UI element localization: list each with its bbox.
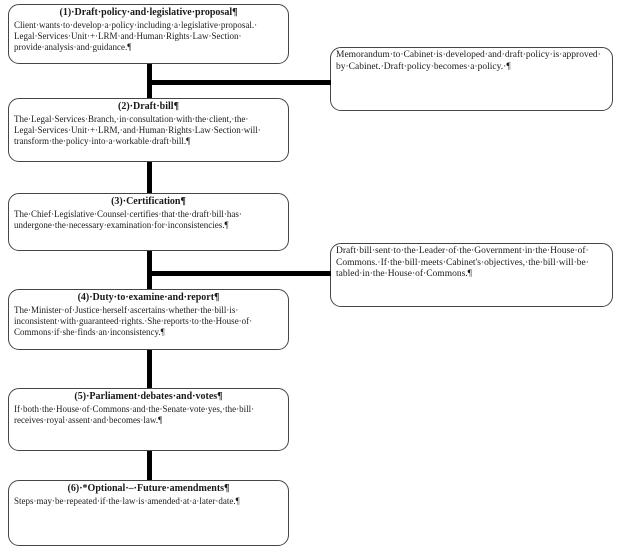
step-title: (5)·Parliament·debates·and·votes¶ bbox=[74, 391, 223, 402]
step-body: The·Chief·Legislative·Counsel·certifies·… bbox=[14, 208, 242, 230]
flow-step-4-duty-to-examine: (4)·Duty·to·examine·and·report¶ The·Mini… bbox=[8, 289, 289, 350]
flow-step-1-draft-policy: (1)·Draft·policy·and·legislative·proposa… bbox=[8, 4, 289, 64]
connector-vertical-step5-step6 bbox=[147, 451, 152, 480]
step-body: If·both·the·House·of·Commons·and·the·Sen… bbox=[14, 403, 255, 425]
step-title: (1)·Draft·policy·and·legislative·proposa… bbox=[59, 7, 238, 18]
side-note-memorandum-to-cabinet: Memorandum·to·Cabinet·is·developed·and·d… bbox=[330, 47, 613, 111]
connector-horizontal-to-side-note-1 bbox=[150, 80, 331, 85]
step-body: Steps·may·be·repeated·if·the·law·is·amen… bbox=[14, 495, 240, 506]
step-body: The·Legal·Services·Branch,·in·consultati… bbox=[14, 113, 261, 146]
step-title: (3)·Certification¶ bbox=[111, 196, 186, 207]
connector-vertical-step4-step5 bbox=[147, 350, 152, 388]
connector-vertical-step1-step2 bbox=[147, 64, 152, 98]
step-title: (6)·*Optional·–·Future·amendments¶ bbox=[67, 483, 230, 494]
flow-step-5-parliament-votes: (5)·Parliament·debates·and·votes¶ If·bot… bbox=[8, 388, 289, 451]
flow-step-2-draft-bill: (2)·Draft·bill¶ The·Legal·Services·Branc… bbox=[8, 98, 289, 162]
step-title: (2)·Draft·bill¶ bbox=[118, 101, 179, 112]
flow-step-3-certification: (3)·Certification¶ The·Chief·Legislative… bbox=[8, 193, 289, 251]
step-body: The·Minister·of·Justice·herself·ascertai… bbox=[14, 304, 253, 337]
connector-vertical-step3-step4 bbox=[147, 251, 152, 289]
side-note-draft-bill-tabled: Draft·bill·sent·to·the·Leader·of·the·Gov… bbox=[330, 243, 613, 307]
connector-horizontal-to-side-note-2 bbox=[150, 271, 331, 276]
connector-vertical-step2-step3 bbox=[147, 162, 152, 193]
step-title: (4)·Duty·to·examine·and·report¶ bbox=[77, 292, 220, 303]
step-body: Client·wants·to·develop·a·policy·includi… bbox=[14, 19, 258, 52]
side-note-body: Draft·bill·sent·to·the·Leader·of·the·Gov… bbox=[336, 246, 589, 279]
flow-step-6-future-amendments: (6)·*Optional·–·Future·amendments¶ Steps… bbox=[8, 480, 289, 546]
side-note-body: Memorandum·to·Cabinet·is·developed·and·d… bbox=[336, 50, 601, 72]
